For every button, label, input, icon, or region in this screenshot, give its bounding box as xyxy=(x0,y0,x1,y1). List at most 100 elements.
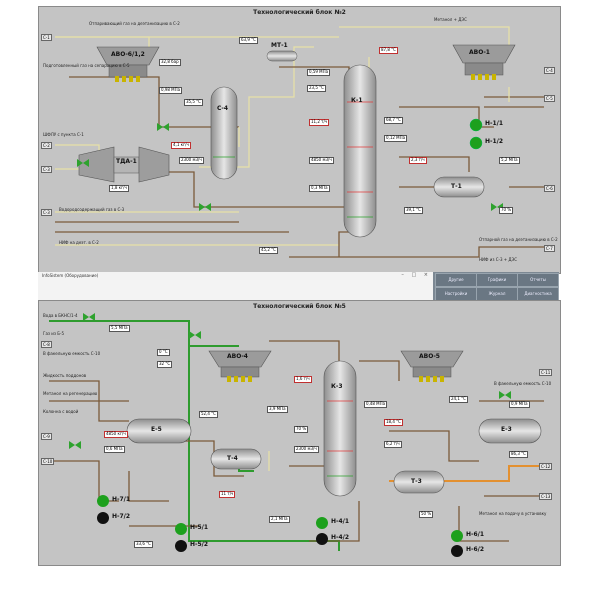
block-5-title: Технологический блок №5 xyxy=(253,303,346,310)
pump-h52-icon xyxy=(175,540,187,552)
pump-h11-icon xyxy=(469,118,483,132)
flow-note: Метанол на регенерацию xyxy=(43,391,98,396)
connector-label[interactable]: С-9 xyxy=(41,433,52,440)
tda1-label: ТДА-1 xyxy=(116,158,137,165)
vessel-e3-icon xyxy=(478,418,542,444)
h62-label: Н-6/2 xyxy=(466,546,485,553)
nav-button-reports[interactable]: Отчеты xyxy=(517,273,559,287)
value-readout: 86,3 °С xyxy=(509,451,528,458)
connector-label[interactable]: С-2 xyxy=(41,142,52,149)
value-readout: 4850 м3/ч xyxy=(309,157,334,164)
flow-note: В факельную емкость С-10 xyxy=(494,381,552,386)
flow-note: ШФЛУ с пункта С-1 xyxy=(43,132,84,137)
flow-note: Отпаривающий газ на деэтанизацию в С-2 xyxy=(89,21,180,26)
value-readout: 2,3 т/ч xyxy=(409,157,427,164)
flow-note: Подготовленный газ на сепарацию в С-5 xyxy=(43,63,130,68)
t3-label: Т-3 xyxy=(411,478,422,485)
connector-label[interactable]: С-11 xyxy=(539,369,553,376)
value-readout: 23,5 °С xyxy=(307,85,326,92)
connector-label[interactable]: С-13 xyxy=(539,493,553,500)
value-readout: 2,1 МПа xyxy=(269,516,290,523)
pump-h12-label: Н-1/2 xyxy=(485,138,504,145)
connector-label[interactable]: С-3 xyxy=(41,166,52,173)
value-readout: 24,1 °С xyxy=(449,396,468,403)
h42-label: Н-4/2 xyxy=(331,534,350,541)
value-readout: 18,4 °С xyxy=(384,419,403,426)
h52-label: Н-5/2 xyxy=(190,541,209,548)
avo-4-cooler-icon xyxy=(208,350,272,382)
connector-label[interactable]: С-12 xyxy=(539,463,553,470)
flow-note: Метанол на подачу в установку xyxy=(479,511,547,516)
block-2-schematic xyxy=(55,26,544,258)
value-readout: 32 °С xyxy=(157,361,173,368)
connector-label[interactable]: С-7 xyxy=(544,245,555,252)
value-readout: 1,6 т/ч xyxy=(294,376,312,383)
app-window: InfoSistem (Оборудование) – □ × xyxy=(38,272,433,301)
nav-button-charts[interactable]: Графики xyxy=(476,273,518,287)
value-readout: 1,8 кг/ч xyxy=(109,185,129,192)
flow-note: В факельную емкость С-10 xyxy=(43,351,101,356)
value-readout: 32,8 бар xyxy=(159,59,181,66)
value-readout: 0,48 МПа xyxy=(364,401,388,408)
flow-note: НИФ на деэт. в С-2 xyxy=(59,240,99,245)
value-readout: 3,9 МПа xyxy=(267,406,288,413)
window-controls[interactable]: – □ × xyxy=(401,272,431,278)
pump-h12-icon xyxy=(469,136,483,150)
connector-label[interactable]: С-5 xyxy=(544,95,555,102)
avo-5-cooler-icon xyxy=(400,350,464,382)
flow-note: Колонна с водой xyxy=(43,409,79,414)
turbo-expander-icon xyxy=(78,146,115,183)
avo-6-label: АВО-6/1,2 xyxy=(111,51,145,58)
column-k1-icon xyxy=(343,64,377,238)
value-readout: 11,2 т/ч xyxy=(309,119,330,126)
h72-label: Н-7/2 xyxy=(112,513,131,520)
avo4-label: АВО-4 xyxy=(227,353,248,360)
value-readout: 11 т/ч xyxy=(219,491,236,498)
column-c4-label: С-4 xyxy=(217,105,229,112)
connector-label[interactable]: С-6 xyxy=(544,185,555,192)
t4-label: Т-4 xyxy=(227,455,238,462)
process-block-5-panel: Технологический блок №5 xyxy=(38,300,561,566)
mt1-label: МТ-1 xyxy=(271,42,288,49)
value-readout: 4850 кг/ч xyxy=(104,431,128,438)
value-readout: 0 °С xyxy=(157,349,170,356)
h41-label: Н-4/1 xyxy=(331,518,350,525)
window-title: InfoSistem (Оборудование) xyxy=(42,273,99,278)
flow-note: Жидкость поддонов xyxy=(43,373,87,378)
k3-label: К-3 xyxy=(331,383,343,390)
e5-label: Е-5 xyxy=(151,426,162,433)
avo5-label: АВО-5 xyxy=(419,353,440,360)
process-block-2-panel: Технологический блок №2 xyxy=(38,6,561,274)
value-readout: 50 % xyxy=(419,511,434,518)
vessel-t4-icon xyxy=(210,448,262,470)
pump-h71-icon xyxy=(97,495,109,507)
pump-h51-icon xyxy=(175,523,187,535)
value-readout: 4,1 кг/ч xyxy=(171,142,191,149)
block-5-schematic xyxy=(49,313,544,557)
value-readout: 0,6 МПа xyxy=(104,446,125,453)
connector-label[interactable]: С-10 xyxy=(41,458,55,465)
avo-1-cooler-icon xyxy=(452,44,516,80)
value-readout: 70 % xyxy=(499,207,514,214)
value-readout: 5,5 МПа xyxy=(109,325,130,332)
flow-note: Вода в БКНС/1-4 xyxy=(43,313,78,318)
flow-note: Метанол + ДЭС xyxy=(434,17,467,22)
connector-label[interactable]: С-1 xyxy=(41,34,52,41)
nav-button-log[interactable]: Журнал xyxy=(476,287,518,301)
e3-label: Е-3 xyxy=(501,426,512,433)
value-readout: 2300 м3/ч xyxy=(294,446,319,453)
nav-button-diagnostics[interactable]: Диагностика xyxy=(517,287,559,301)
connector-label[interactable]: С-8 xyxy=(41,341,52,348)
column-k3-icon xyxy=(323,360,357,497)
flow-note: НИФ из С-3 + ДЭС xyxy=(479,257,518,262)
connector-label[interactable]: С-4 xyxy=(544,67,555,74)
value-readout: 87,8 °С xyxy=(379,47,398,54)
column-k1-label: К-1 xyxy=(351,97,363,104)
value-readout: 70 % xyxy=(294,426,309,433)
nav-button-other[interactable]: Другие xyxy=(435,273,477,287)
heat-exchanger-t1-icon xyxy=(433,176,485,198)
nav-button-settings[interactable]: Настройки xyxy=(435,287,477,301)
value-readout: 63,9 °С xyxy=(239,37,258,44)
heat-t1-label: Т-1 xyxy=(451,183,462,190)
connector-label[interactable]: С-3 xyxy=(41,209,52,216)
